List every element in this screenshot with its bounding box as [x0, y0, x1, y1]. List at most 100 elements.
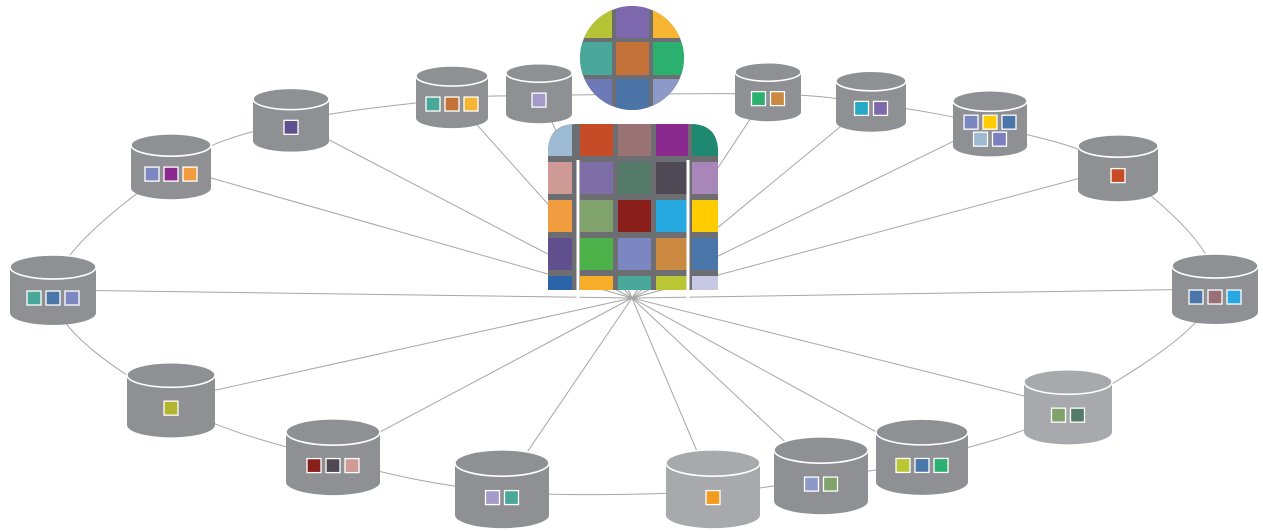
data-tile: [325, 457, 341, 474]
data-tile: [45, 290, 61, 306]
database-lid: [252, 87, 330, 111]
database-db-bottom-right-2: [773, 436, 869, 515]
database-db-top-3: [734, 61, 802, 122]
body-tile: [580, 276, 613, 290]
database-lid: [130, 133, 212, 158]
body-tile: [692, 162, 718, 194]
data-tile: [803, 476, 820, 492]
database-lid: [1171, 253, 1259, 279]
data-tile: [484, 489, 501, 506]
spoke-line-db-lower-right: [631, 297, 1069, 408]
person-hub-icon: [548, 6, 718, 346]
data-tile: [1188, 289, 1204, 305]
data-tile: [1110, 167, 1126, 184]
body-tile: [692, 276, 718, 290]
data-tile: [1050, 407, 1067, 423]
data-tile: [769, 90, 786, 107]
body-tile: [580, 200, 613, 232]
database-db-right-mid: [1171, 253, 1259, 325]
spoke-line-db-right-mid: [631, 288, 1216, 299]
body-tile: [656, 162, 688, 194]
database-nodes: [9, 61, 1259, 529]
data-tile: [1001, 114, 1017, 130]
database-lid: [734, 61, 802, 83]
person-body: [548, 124, 718, 346]
body-tile: [618, 276, 651, 290]
database-db-upper-left: [130, 133, 212, 200]
body-tile: [656, 200, 688, 232]
head-tile: [616, 79, 649, 110]
data-tile: [982, 114, 998, 130]
database-db-lower-left: [126, 361, 216, 438]
body-tile: [692, 200, 718, 232]
database-body: [836, 81, 906, 132]
data-tile: [283, 119, 299, 135]
body-tile: [548, 124, 572, 156]
data-tile: [531, 92, 547, 108]
database-lid: [773, 436, 869, 464]
data-tile: [182, 166, 198, 182]
database-lid: [835, 70, 907, 92]
body-tile: [580, 314, 613, 346]
head-tile: [580, 6, 612, 38]
data-tile: [503, 489, 520, 506]
data-tile: [895, 457, 911, 474]
database-db-bottom-right-1: [875, 418, 969, 495]
database-db-bottom-left-2: [454, 449, 550, 529]
data-tile: [872, 100, 889, 117]
data-tile: [705, 489, 721, 506]
data-tile: [1069, 407, 1086, 423]
database-db-bottom-left-1: [285, 418, 381, 496]
data-tile: [1207, 289, 1223, 305]
body-tile: [656, 124, 688, 156]
data-tile: [933, 457, 949, 474]
head-tile: [653, 42, 684, 75]
database-lid: [415, 65, 489, 87]
body-tile: [580, 162, 613, 194]
data-tile: [972, 131, 989, 147]
data-tile: [963, 114, 979, 130]
body-tile: [548, 238, 572, 270]
head-tile: [580, 79, 612, 110]
spoke-line-db-left-mid: [52, 289, 633, 299]
database-db-top-right: [952, 89, 1028, 157]
data-tile: [463, 96, 479, 112]
data-tile: [144, 166, 160, 182]
spoke-line-db-bottom-right-1: [631, 297, 923, 458]
data-tile: [1226, 289, 1242, 305]
body-tile: [548, 276, 572, 290]
database-db-bottom-center: [665, 449, 761, 529]
head-tile: [616, 42, 649, 75]
body-tile: [580, 124, 613, 156]
database-lid: [665, 449, 761, 477]
database-lid: [126, 361, 216, 389]
body-tile: [618, 124, 651, 156]
database-lid: [1077, 134, 1159, 159]
database-lid: [285, 418, 381, 446]
head-tile: [653, 79, 684, 110]
database-body: [774, 450, 868, 515]
body-tile: [548, 162, 572, 194]
database-db-top-2: [505, 62, 573, 124]
database-lid: [952, 89, 1028, 113]
data-tile: [822, 476, 839, 492]
body-tile: [656, 276, 688, 290]
data-tile: [425, 96, 441, 112]
data-tile: [163, 400, 179, 416]
data-tile: [853, 100, 870, 117]
body-tile: [580, 238, 613, 270]
data-tile: [444, 96, 460, 112]
data-tile: [64, 290, 80, 306]
data-tile: [306, 457, 322, 474]
body-tile: [548, 200, 572, 232]
data-tile: [163, 166, 179, 182]
database-db-top-1: [415, 65, 489, 129]
person-head: [580, 6, 684, 110]
data-tile: [991, 131, 1008, 147]
database-db-top-4: [835, 70, 907, 132]
body-tile: [656, 238, 688, 270]
database-lid: [9, 254, 97, 280]
body-tile: [618, 238, 651, 270]
database-lid: [454, 449, 550, 477]
